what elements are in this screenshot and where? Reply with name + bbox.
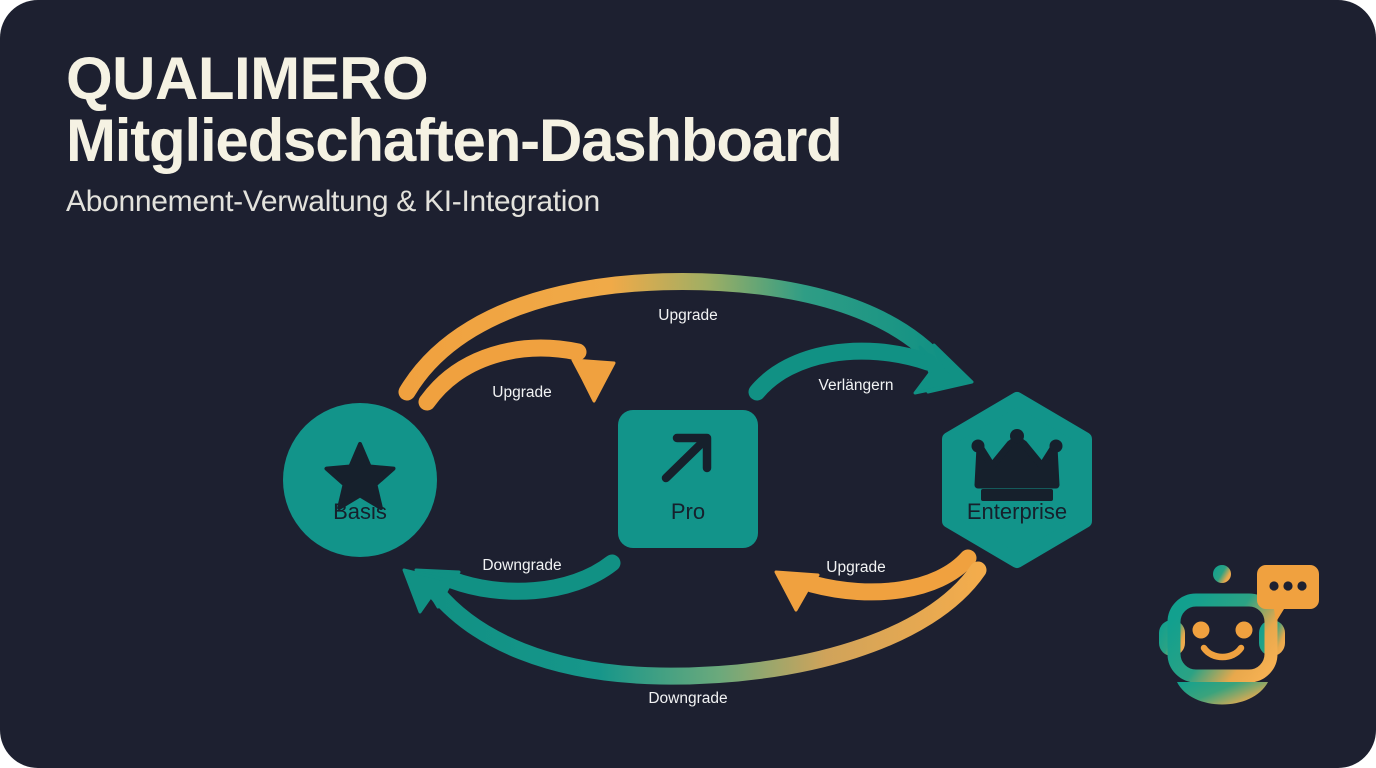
robot-eye-right-icon bbox=[1235, 621, 1253, 639]
node-label-enterprise: Enterprise bbox=[967, 499, 1067, 524]
edge-label-halo-4: Upgrade bbox=[826, 559, 885, 576]
edge-basis-to-enterprise bbox=[398, 272, 974, 401]
edge-label-halo-2: Verlängern bbox=[819, 377, 894, 394]
edge-label-pro-to-basis: Downgrade bbox=[482, 557, 561, 574]
robot-antenna-tip-icon bbox=[1213, 565, 1231, 583]
page-header: QUALIMERO Mitgliedschaften-Dashboard Abo… bbox=[66, 48, 1066, 219]
edge-label-basis-to-enterprise: Upgrade bbox=[658, 307, 717, 324]
robot-speech-bubble-icon bbox=[1257, 565, 1319, 622]
robot-eye-left-icon bbox=[1192, 621, 1210, 639]
edge-label-enterprise-to-basis: Downgrade bbox=[648, 690, 727, 707]
edge-enterprise-to-basis bbox=[402, 561, 987, 685]
node-pro[interactable]: Pro bbox=[618, 410, 758, 548]
edge-label-pro-to-enterprise: Verlängern bbox=[819, 377, 894, 394]
edge-enterprise-to-pro bbox=[774, 549, 977, 612]
edge-label-halo-3: Downgrade bbox=[482, 557, 561, 574]
star-icon bbox=[324, 442, 396, 510]
node-label-pro: Pro bbox=[671, 499, 705, 524]
edge-basis-to-pro bbox=[418, 339, 616, 411]
arrow-up-right-icon bbox=[661, 433, 712, 483]
brand-title: QUALIMERO bbox=[66, 45, 429, 112]
edge-labels: Upgrade Upgrade Upgrade Upgrade Verlänge… bbox=[480, 305, 896, 710]
edge-label-enterprise-to-pro: Upgrade bbox=[826, 559, 885, 576]
robot-smile-icon bbox=[1200, 644, 1245, 661]
robot-head-icon bbox=[1167, 593, 1278, 683]
edge-label-basis-to-pro: Upgrade bbox=[492, 384, 551, 401]
edge-label-halo-1: Upgrade bbox=[658, 307, 717, 324]
edge-pro-to-enterprise bbox=[748, 342, 960, 401]
edge-label-halo-5: Downgrade bbox=[648, 690, 727, 707]
crown-icon bbox=[971, 429, 1063, 501]
robot-body-icon bbox=[1177, 682, 1268, 705]
pro-square bbox=[618, 410, 758, 548]
node-enterprise[interactable]: Enterprise bbox=[942, 392, 1092, 568]
page-title: Mitgliedschaften-Dashboard bbox=[66, 107, 843, 175]
edge-label-halo-0: Upgrade bbox=[492, 384, 551, 401]
node-label-basis: Basis bbox=[333, 499, 387, 524]
robot-mascot[interactable] bbox=[1159, 565, 1319, 705]
node-basis[interactable]: Basis bbox=[283, 403, 437, 557]
page-subtitle: Abonnement-Verwaltung & KI-Integration bbox=[66, 184, 600, 218]
